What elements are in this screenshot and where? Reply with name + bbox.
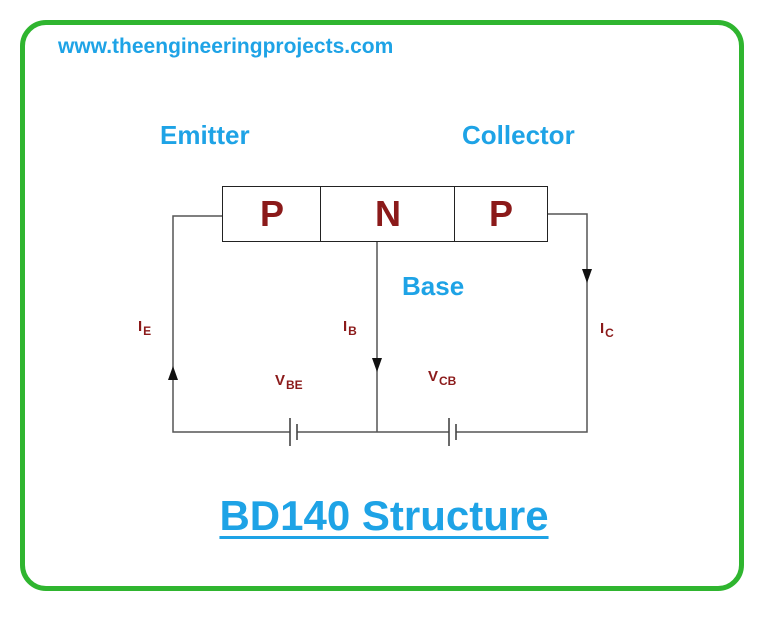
emitter-p-region: P bbox=[222, 186, 322, 242]
collector-wire bbox=[456, 213, 588, 433]
collector-current-label: IC bbox=[600, 320, 614, 340]
emitter-label: Emitter bbox=[160, 120, 250, 150]
diagram-title-text: BD140 Structure bbox=[219, 492, 549, 539]
base-label: Base bbox=[402, 271, 465, 301]
vbe-voltage-label: VBE bbox=[275, 372, 303, 392]
diagram-title: BD140 Structure bbox=[0, 492, 768, 540]
base-current-arrow bbox=[372, 358, 382, 372]
collector-current-arrow bbox=[582, 269, 592, 283]
emitter-current-arrow bbox=[168, 366, 178, 380]
vcb-voltage-label: VCB bbox=[428, 368, 457, 388]
website-url: www.theengineeringprojects.com bbox=[58, 35, 394, 58]
collector-p-region: P bbox=[454, 186, 548, 242]
emitter-wire bbox=[172, 215, 290, 433]
base-n-region: N bbox=[320, 186, 456, 242]
emitter-current-label: IE bbox=[138, 318, 152, 338]
base-current-label: IB bbox=[343, 318, 357, 338]
collector-label: Collector bbox=[462, 120, 575, 150]
diagram-frame bbox=[20, 20, 744, 591]
